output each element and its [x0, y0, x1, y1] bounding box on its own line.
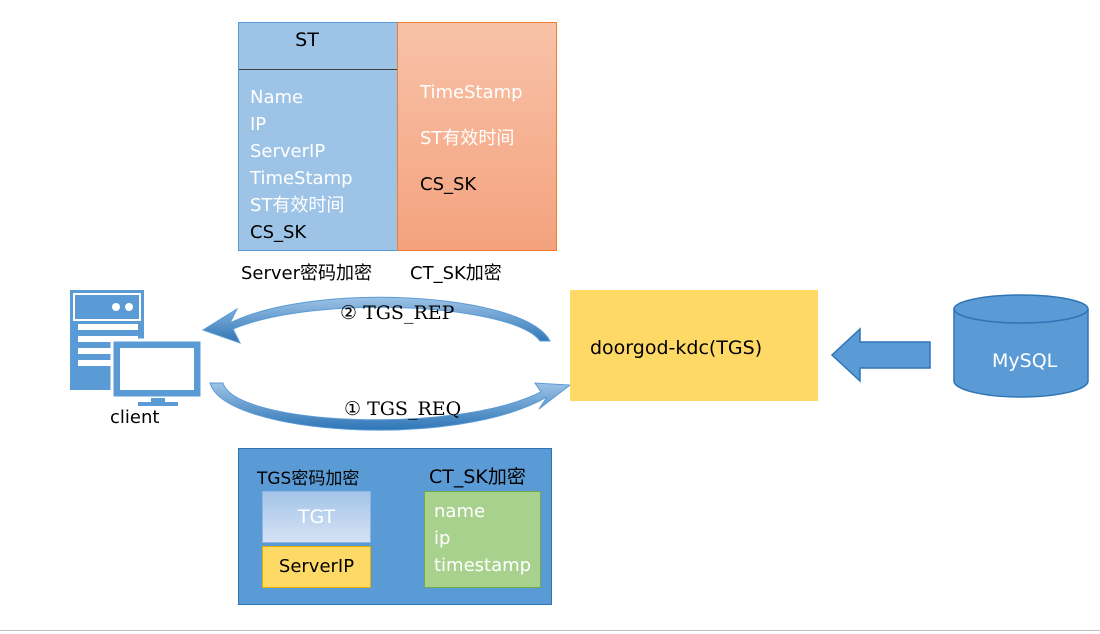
st-caption: Server密码加密: [241, 263, 373, 284]
st-field-ip: IP: [250, 114, 267, 135]
auth-field-ip: ip: [434, 528, 451, 549]
st-field-timestamp: TimeStamp: [250, 168, 353, 189]
ctsk-reply-fields: TimeStamp ST有效时间 CS_SK: [420, 70, 523, 208]
service-ticket-box: ST Name IP ServerIP TimeStamp ST有效时间 CS_…: [238, 22, 398, 251]
mysql-label: MySQL: [992, 350, 1058, 372]
st-title: ST: [295, 29, 319, 51]
st-field-validity: ST有效时间: [250, 195, 345, 216]
st-fields: Name IP ServerIP TimeStamp ST有效时间 CS_SK: [250, 84, 353, 246]
client-label: client: [110, 407, 160, 428]
kdc-label: doorgod-kdc(TGS): [590, 337, 763, 359]
st-divider: [239, 69, 397, 70]
tgt-block: TGT: [262, 491, 371, 543]
tgs-rep-arrow: [201, 296, 551, 344]
tgs-encryption-caption: TGS密码加密: [257, 469, 360, 489]
kdc-tgs-box: doorgod-kdc(TGS): [570, 290, 818, 401]
tgs-request-box: TGS密码加密 CT_SK加密 TGT ServerIP name ip tim…: [238, 448, 552, 605]
ctsk-reply-box: TimeStamp ST有效时间 CS_SK: [397, 22, 557, 251]
authenticator-block: name ip timestamp: [424, 491, 541, 588]
st-field-serverip: ServerIP: [250, 141, 326, 162]
st-field-name: Name: [250, 87, 304, 108]
ctsk-field-validity: ST有效时间: [420, 128, 515, 149]
serverip-block: ServerIP: [262, 546, 371, 588]
auth-field-timestamp: timestamp: [434, 555, 532, 576]
database-cylinder-icon: [953, 294, 1089, 398]
tgs-req-label: ① TGS_REQ: [344, 398, 462, 420]
server-computer-icon: [70, 290, 203, 406]
ctsk-field-timestamp: TimeStamp: [420, 82, 523, 103]
st-field-cssk: CS_SK: [250, 222, 307, 243]
ctsk-encryption-caption: CT_SK加密: [429, 466, 526, 488]
bottom-divider: [0, 630, 1100, 631]
auth-field-name: name: [434, 501, 486, 522]
ctsk-field-cssk: CS_SK: [420, 174, 477, 195]
tgs-rep-label: ② TGS_REP: [340, 302, 455, 324]
ctsk-reply-caption: CT_SK加密: [410, 263, 502, 284]
exchange-arrows: [201, 296, 572, 431]
db-to-kdc-arrow: [830, 327, 931, 383]
